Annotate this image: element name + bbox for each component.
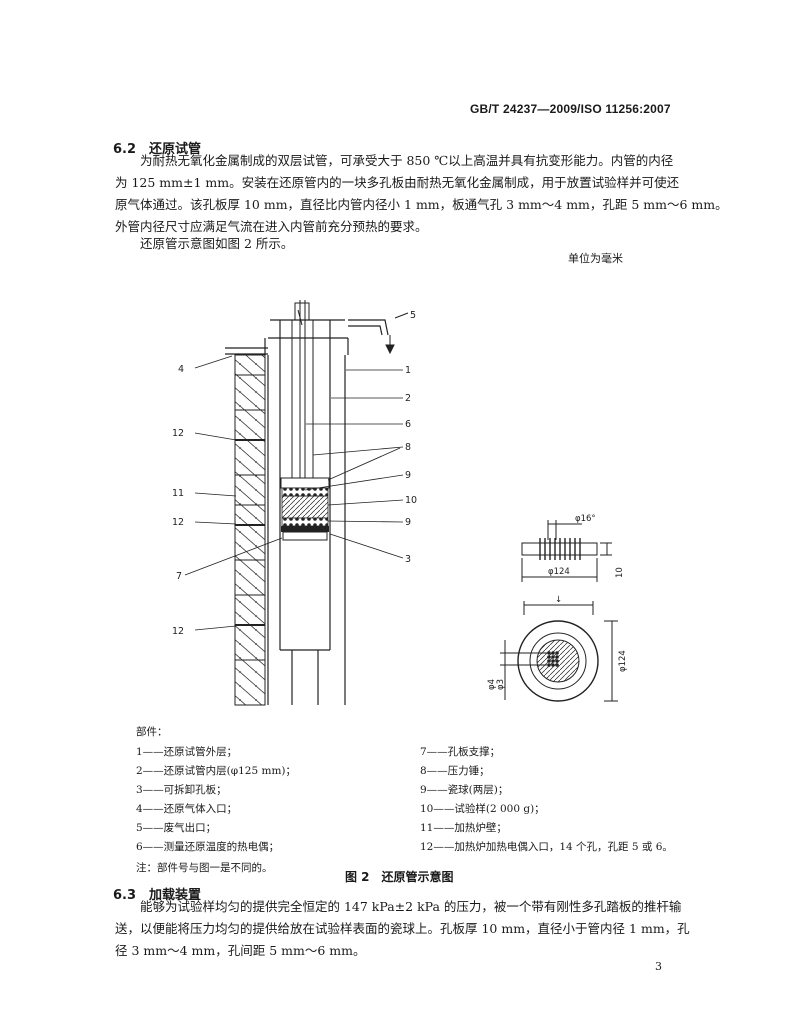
callout-11: 11 bbox=[172, 488, 184, 499]
callout-1: 1 bbox=[405, 365, 411, 376]
section-6-3-line-2: 送，以便能将压力均匀的提供给放在试验样表面的瓷球上。孔板厚 10 mm，直径小于… bbox=[115, 921, 690, 936]
section-6-2-line-3: 原气体通过。该孔板厚 10 mm，直径比内管内径小 1 mm，板通气孔 3 mm… bbox=[115, 197, 728, 212]
section-6-2-line-1: 为耐热无氧化金属制成的双层试管，可承受大于 850 ℃以上高温并具有抗变形能力。… bbox=[140, 153, 674, 168]
parts-title: 部件： bbox=[136, 726, 168, 738]
part-3: 3——可拆卸孔板； bbox=[136, 784, 227, 796]
callout-9-upper: 9 bbox=[405, 470, 411, 481]
dim-plate-diameter: φ124 bbox=[548, 567, 570, 577]
unit-note: 单位为毫米 bbox=[568, 252, 623, 265]
part-2: 2——还原试管内层(φ125 mm)； bbox=[136, 765, 297, 777]
figure-reference: 还原管示意图如图 2 所示。 bbox=[140, 236, 294, 251]
part-11: 11——加热炉壁； bbox=[420, 822, 507, 834]
plate-detail bbox=[521, 520, 612, 582]
part-12: 12——加热炉加热电偶入口，14 个孔，孔距 5 或 6。 bbox=[420, 841, 673, 853]
dim-hole-gap: φ3 bbox=[496, 679, 506, 690]
plate-plan bbox=[500, 601, 618, 702]
callout-9-lower: 9 bbox=[405, 517, 411, 528]
section-6-2-heading: 6.2 还原试管 bbox=[113, 142, 202, 157]
callout-4: 4 bbox=[178, 364, 184, 375]
outer-tube bbox=[225, 319, 389, 705]
part-10: 10——试验样(2 000 g)； bbox=[420, 803, 545, 815]
callout-12-mid: 12 bbox=[172, 517, 184, 528]
part-5: 5——废气出口； bbox=[136, 822, 217, 834]
furnace-wall bbox=[234, 354, 266, 706]
callout-3: 3 bbox=[405, 554, 411, 565]
callout-10: 10 bbox=[405, 495, 417, 506]
dim-hole-pitch: φ4 bbox=[487, 679, 497, 690]
part-1: 1——还原试管外层； bbox=[136, 746, 238, 758]
callout-5: 5 bbox=[410, 310, 416, 321]
leader-lines bbox=[184, 355, 404, 631]
dim-hole-diameter: φ16° bbox=[575, 514, 596, 524]
thermocouple bbox=[291, 300, 314, 480]
inner-tube bbox=[270, 319, 345, 705]
callout-12-top: 12 bbox=[172, 428, 184, 439]
callout-7: 7 bbox=[176, 571, 182, 582]
dim-thickness: 10 bbox=[615, 567, 625, 578]
part-8: 8——压力锤； bbox=[420, 765, 490, 777]
part-9: 9——瓷球(两层)； bbox=[420, 784, 509, 796]
part-7: 7——孔板支撑； bbox=[420, 746, 501, 758]
figure-caption: 图 2 还原管示意图 bbox=[345, 870, 454, 884]
exhaust-arrow bbox=[385, 312, 409, 355]
dim-ring-diameter: φ124 bbox=[618, 650, 628, 672]
part-6: 6——测量还原温度的热电偶； bbox=[136, 841, 280, 853]
section-6-3-line-1: 能够为试验样均匀的提供完全恒定的 147 kPa±2 kPa 的压力，被一个带有… bbox=[140, 899, 682, 914]
figure-note: 注：部件号与图一是不同的。 bbox=[136, 862, 273, 874]
callout-12-bottom: 12 bbox=[172, 626, 184, 637]
section-6-2-line-2: 为 125 mm±1 mm。安装在还原管内的一块多孔板由耐热无氧化金属制成，用于… bbox=[115, 175, 680, 190]
standard-number: GB/T 24237—2009/ISO 11256:2007 bbox=[470, 102, 671, 116]
section-6-3-line-3: 径 3 mm～4 mm，孔间距 5 mm～6 mm。 bbox=[115, 943, 366, 958]
part-4: 4——还原气体入口； bbox=[136, 803, 238, 815]
section-6-3-heading: 6.3 加载装置 bbox=[113, 888, 202, 903]
callout-2: 2 bbox=[405, 393, 411, 404]
page-number: 3 bbox=[655, 960, 662, 973]
callout-6: 6 bbox=[405, 419, 411, 430]
callout-8: 8 bbox=[405, 442, 411, 453]
sample-bed bbox=[280, 477, 330, 541]
section-6-2-line-4: 外管内径尺寸应满足气流在进入内管前充分预热的要求。 bbox=[115, 219, 428, 234]
dim-top-mark: ↓ bbox=[555, 595, 562, 605]
